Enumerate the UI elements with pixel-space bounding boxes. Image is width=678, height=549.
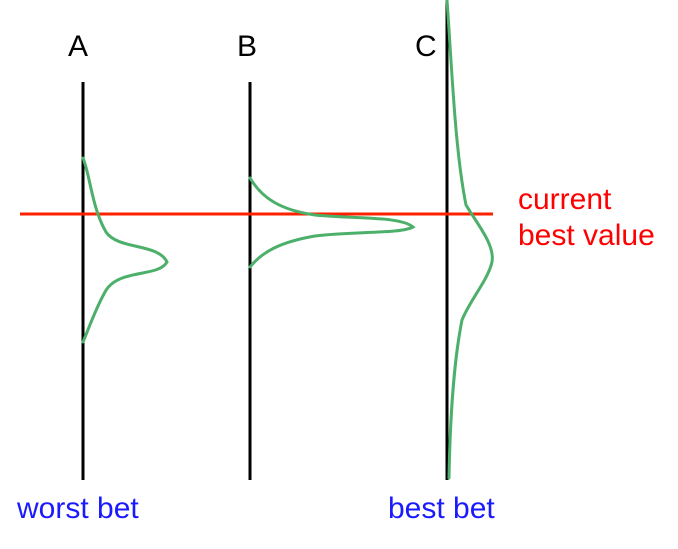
worst-bet-label: worst bet bbox=[17, 492, 139, 525]
current-best-value-label: current best value bbox=[518, 182, 655, 254]
current-best-value-line2: best value bbox=[518, 219, 655, 252]
distribution-a-curve bbox=[81, 156, 169, 344]
column-label-b: B bbox=[237, 30, 258, 63]
column-label-c: C bbox=[415, 30, 437, 63]
current-best-value-line1: current bbox=[518, 183, 612, 216]
distribution-c-curve bbox=[445, 0, 494, 480]
distribution-b-curve bbox=[248, 176, 416, 269]
best-bet-label: best bet bbox=[388, 492, 495, 525]
column-label-a: A bbox=[68, 30, 89, 63]
